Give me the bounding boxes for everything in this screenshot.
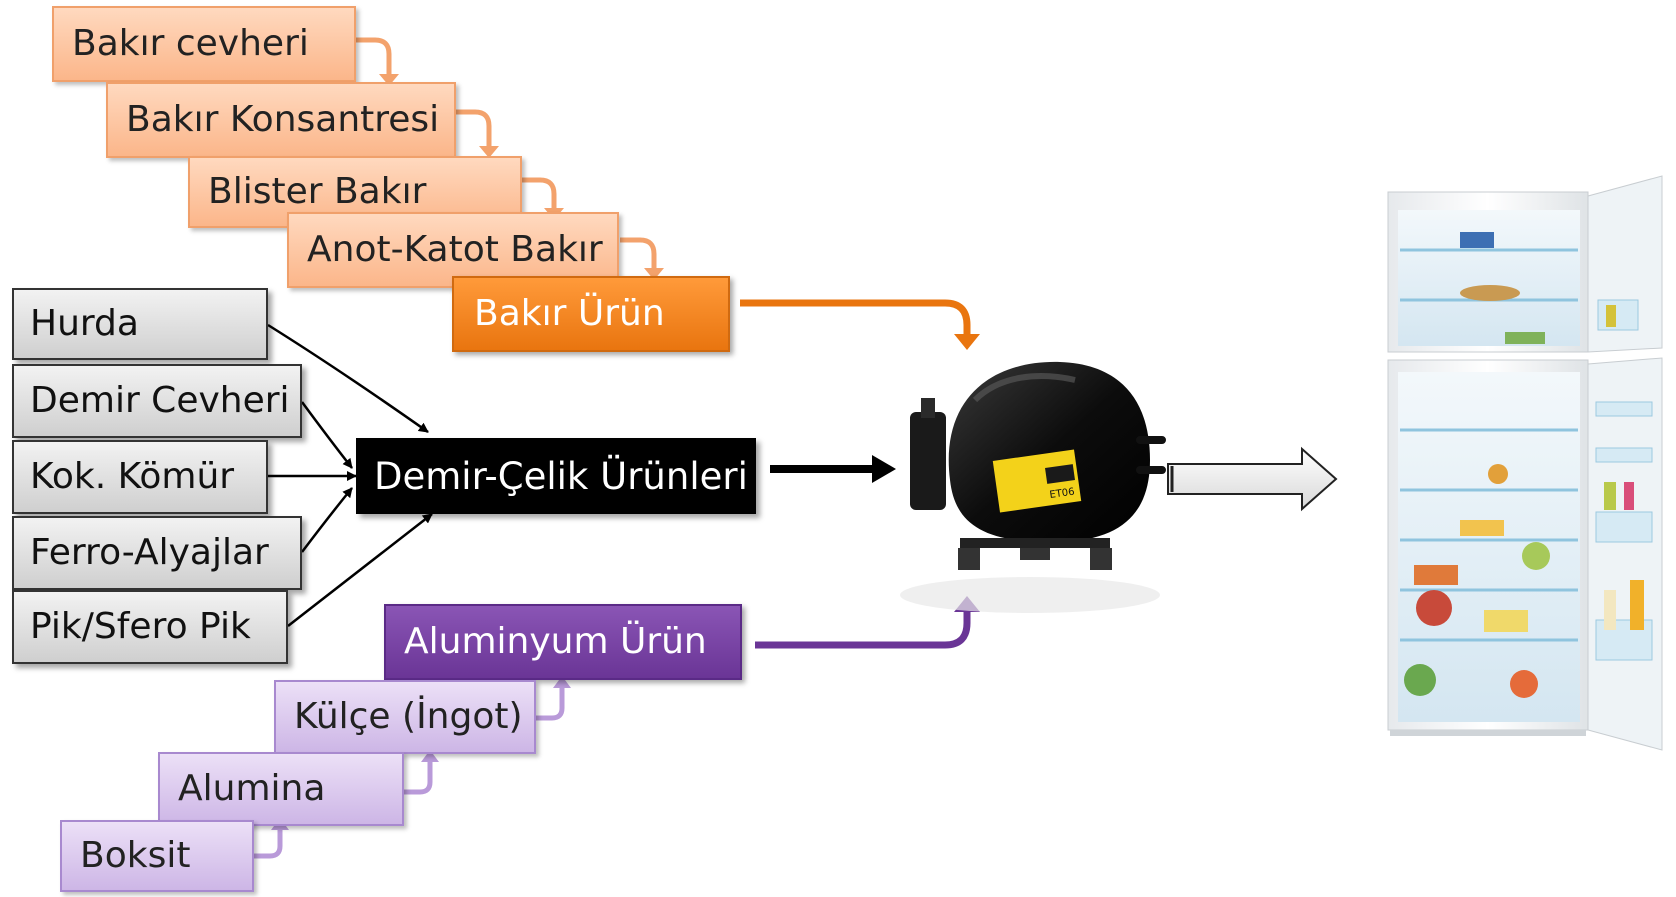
node-label: Bakır Ürün: [474, 293, 665, 334]
compressor-code: ET06: [1049, 487, 1075, 501]
copper-chain-box: Bakır cevheri: [52, 6, 356, 82]
node-label: Demir Cevheri: [30, 380, 290, 421]
connector-arrowhead: [553, 676, 571, 688]
steel-input-box: Hurda: [12, 288, 268, 360]
compressor-image: ET06: [900, 361, 1166, 613]
aluminium-chain-box: Alumina: [158, 752, 404, 826]
copper-chain-connectors: [355, 37, 657, 268]
node-label: Blister Bakır: [208, 171, 427, 212]
copper-chain-box: Anot-Katot Bakır: [287, 212, 619, 288]
node-label: Pik/Sfero Pik: [30, 606, 251, 647]
node-label: Kok. Kömür: [30, 456, 235, 497]
connector-arrowhead: [479, 146, 499, 158]
node-label: Boksit: [80, 835, 191, 876]
node-label: Alumina: [178, 768, 326, 809]
connector-arrow: [404, 760, 433, 795]
steel-input-arrows: [267, 323, 433, 627]
node-label: Anot-Katot Bakır: [307, 229, 603, 270]
aluminium-chain-connectors: [254, 686, 565, 859]
connector-arrowhead: [644, 268, 664, 280]
copper-chain-box: Blister Bakır: [188, 156, 522, 228]
aluminium-to-compressor-arrow: [755, 611, 971, 649]
aluminium-chain-box: Boksit: [60, 820, 254, 892]
steel-product-box: Demir-Çelik Ürünleri: [356, 438, 756, 514]
connector-arrow: [536, 686, 565, 721]
connector-arrowhead: [379, 74, 399, 86]
connector-arrow: [520, 177, 557, 208]
connector-arrowhead: [421, 750, 439, 762]
node-label: Hurda: [30, 303, 139, 344]
compressor-to-fridge-arrow: [1167, 446, 1338, 512]
copper-arrowhead: [954, 334, 980, 350]
connector-arrow: [254, 828, 283, 859]
steel-input-box: Kok. Kömür: [12, 440, 268, 514]
aluminium-chain-box: Külçe (İngot): [274, 680, 536, 754]
input-arrow: [300, 401, 353, 469]
steel-input-box: Pik/Sfero Pik: [12, 590, 288, 664]
node-label: Bakır cevheri: [72, 23, 309, 64]
connector-arrow: [455, 109, 492, 146]
node-label: Ferro-Alyajlar: [30, 532, 269, 573]
input-arrow: [301, 487, 353, 553]
steel-input-box: Ferro-Alyajlar: [12, 516, 302, 590]
node-label: Külçe (İngot): [294, 696, 523, 737]
node-label: Demir-Çelik Ürünleri: [374, 454, 748, 498]
connector-arrow: [620, 237, 657, 268]
copper-chain-box: Bakır Konsantresi: [106, 82, 456, 158]
input-arrow: [267, 323, 429, 434]
aluminium-product-box: Aluminyum Ürün: [384, 604, 742, 680]
connector-arrow: [355, 37, 392, 74]
node-label: Aluminyum Ürün: [404, 621, 707, 662]
input-arrow: [287, 513, 433, 627]
node-label: Bakır Konsantresi: [126, 99, 440, 140]
copper-to-compressor-arrow: [740, 299, 971, 337]
steel-arrowhead: [872, 455, 896, 483]
steel-input-box: Demir Cevheri: [12, 364, 302, 438]
copper-product-box: Bakır Ürün: [452, 276, 730, 352]
refrigerator-image: [1387, 175, 1663, 751]
